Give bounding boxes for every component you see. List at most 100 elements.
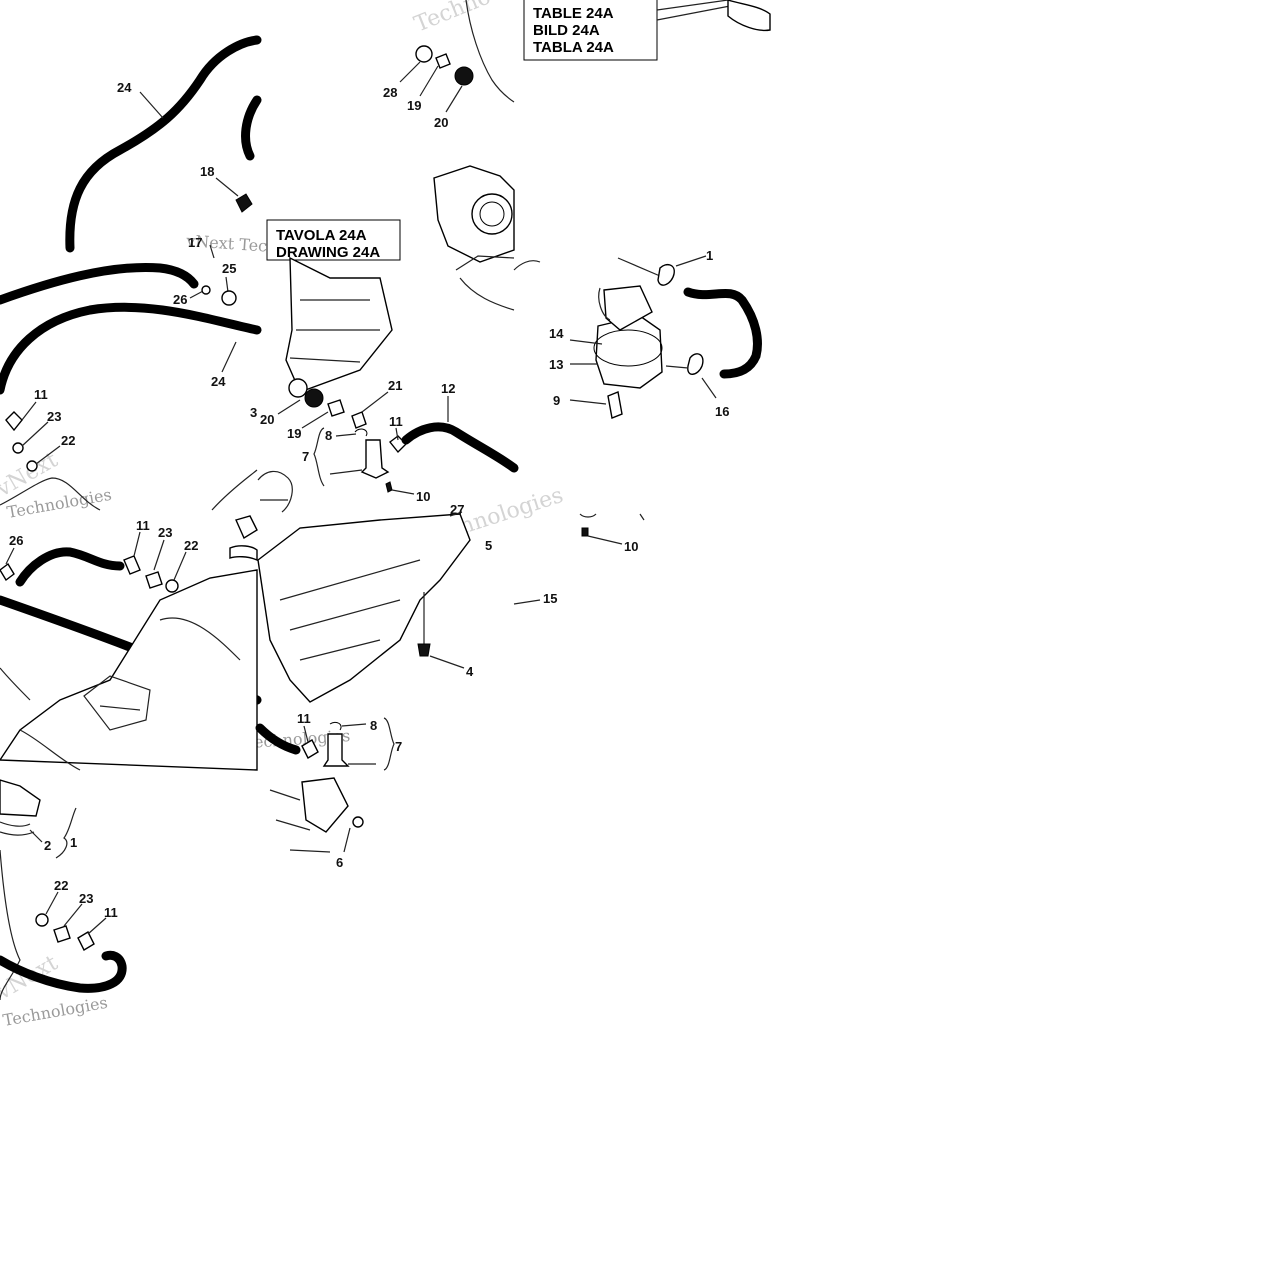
callout-18: 18 <box>200 164 214 179</box>
clamp-26 <box>201 285 211 295</box>
leader-20a <box>445 85 463 113</box>
callout-4: 4 <box>466 664 474 679</box>
watermark-techno-top: Techno <box>411 0 494 38</box>
leader-11d <box>303 725 309 743</box>
leader-27 <box>449 511 463 517</box>
callout-26b: 26 <box>9 533 23 548</box>
callout-22a: 22 <box>61 433 75 448</box>
grommet-20a <box>454 66 474 86</box>
leader-11a <box>21 401 37 421</box>
callout-21: 21 <box>388 378 402 393</box>
tank-contours <box>19 617 241 771</box>
leader-10b <box>587 535 623 545</box>
callout-22b: 22 <box>184 538 198 553</box>
clamp-11c <box>123 555 141 575</box>
tile-tank-left: 26 11 23 22 <box>0 515 262 771</box>
fuel-hose-24b <box>0 302 262 395</box>
fuel-hose-pump <box>683 287 762 379</box>
pump-gasket <box>593 329 663 367</box>
fuel-hose-26 <box>0 262 199 305</box>
leader-top-clamp <box>675 255 707 267</box>
ref-table: TABLE 24A <box>533 5 614 22</box>
leader-25 <box>225 276 229 293</box>
leader-7a <box>329 469 363 475</box>
fuel-pickup-7 <box>360 439 390 479</box>
tile-top-middle: 28 19 20 TAVOLA 24A DRAWING 24A TABLE 24… <box>266 0 771 311</box>
bolt-6 <box>352 816 364 828</box>
leader-26b <box>5 547 15 565</box>
callout-3: 3 <box>250 405 257 420</box>
fuel-hose-24 <box>65 35 262 253</box>
hull-hatch-lines <box>269 789 331 853</box>
callout-16: 16 <box>715 404 729 419</box>
callout-20a: 20 <box>434 115 448 130</box>
plug-4 <box>417 643 431 657</box>
throttle-bore-inner <box>479 201 505 227</box>
ref-box-pointers <box>656 0 731 21</box>
callout-11a: 11 <box>34 387 48 402</box>
hull-line-left <box>211 469 258 511</box>
callout-14: 14 <box>549 326 564 341</box>
ref-tavola: TAVOLA 24A <box>276 227 367 244</box>
leader-17 <box>209 244 215 259</box>
tile-tank-center: 4 27 5 15 10 11 8 7 <box>255 502 645 771</box>
fitting-23c <box>53 925 71 943</box>
leader-11b <box>395 427 399 441</box>
callout-22c: 22 <box>54 878 68 893</box>
callout-20b: 20 <box>260 412 274 427</box>
leader-4 <box>429 655 465 669</box>
callout-6: 6 <box>336 855 343 870</box>
brace-1 <box>55 807 77 859</box>
fuel-tank-top <box>257 513 471 703</box>
fuel-pump-motor <box>603 285 653 331</box>
leader-20b <box>277 399 301 415</box>
callout-10b: 10 <box>624 539 638 554</box>
callout-9: 9 <box>553 393 560 408</box>
hose-clamp-top <box>657 263 675 286</box>
tank-recess <box>83 675 151 731</box>
fuel-tank-body <box>0 569 258 771</box>
engine-base-lines <box>455 255 515 311</box>
ref-bild: BILD 24A <box>533 22 600 39</box>
fuel-pickup-7b <box>322 733 350 767</box>
leader-24b <box>221 341 237 373</box>
pickup-fragment <box>579 513 645 521</box>
clamp-18 <box>235 193 253 213</box>
leader-23c <box>63 903 83 927</box>
leader-28 <box>399 61 421 83</box>
callout-24a: 24 <box>117 80 132 95</box>
washer-22a <box>26 460 38 472</box>
hose-clamp-16 <box>687 353 704 375</box>
screw-9 <box>607 391 623 419</box>
vent-hose-26 <box>15 547 125 587</box>
bracket-plate <box>285 256 393 393</box>
pump-fragment-top <box>727 0 771 32</box>
watermark-technologies-left-bottom: Technologies <box>1 993 109 1030</box>
fitting-25 <box>221 290 237 306</box>
leader-11e <box>87 917 107 935</box>
clamp-11d <box>301 739 319 759</box>
leader-22c <box>45 891 59 915</box>
watermarks: Techno vNext Techno Technologies vNext T… <box>0 0 566 1030</box>
throttle-bore <box>471 193 513 235</box>
callout-25: 25 <box>222 261 236 276</box>
pump-tile-edge <box>513 260 541 271</box>
mount-plate-6 <box>301 777 349 833</box>
tile-fuel-pump: 1 14 13 9 16 <box>513 248 762 419</box>
leader-6 <box>343 827 351 853</box>
hull-curve-top <box>465 0 515 103</box>
screw-10b <box>581 527 589 537</box>
callout-11c: 11 <box>136 518 150 533</box>
pump-top-line <box>617 257 661 277</box>
leader-23b <box>153 539 165 571</box>
callout-23c: 23 <box>79 891 93 906</box>
callout-1: 1 <box>70 835 77 850</box>
tank-edge <box>0 667 31 701</box>
leader-19a <box>419 65 439 97</box>
callout-7a: 7 <box>302 449 309 464</box>
fuel-hose-upper <box>241 95 262 161</box>
leader-22a <box>35 445 61 465</box>
leader-16 <box>701 377 717 399</box>
leader-24a <box>139 91 164 119</box>
